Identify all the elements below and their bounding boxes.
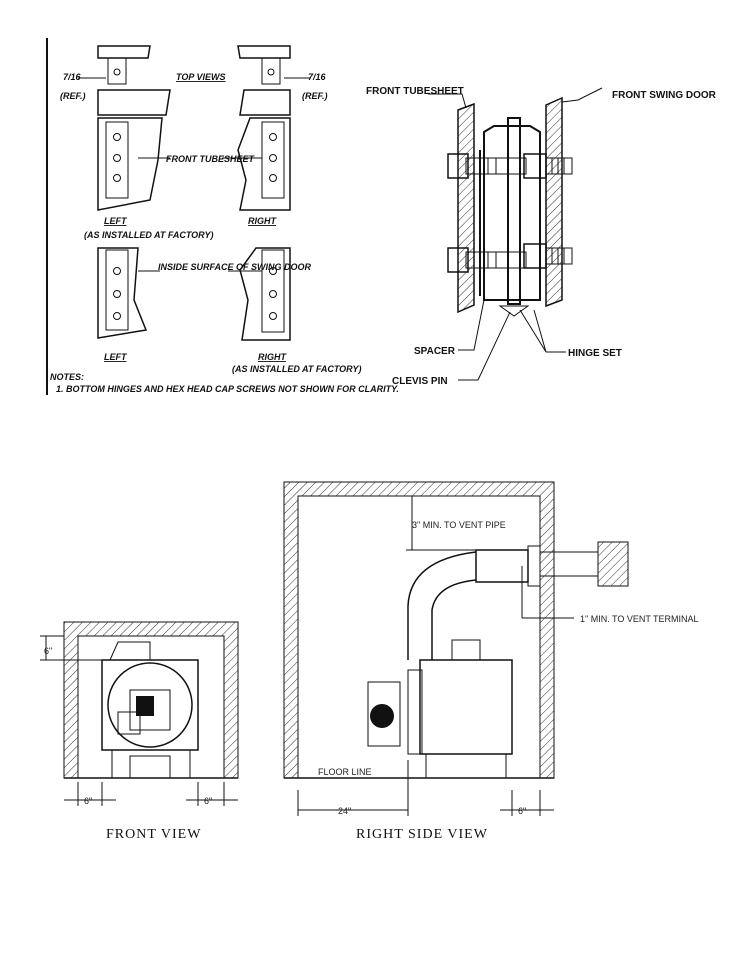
front-tubesheet-topview-label: FRONT TUBESHEET: [166, 154, 256, 164]
front-top-clearance: 6": [44, 646, 52, 656]
left-top-label: LEFT: [104, 216, 128, 226]
inside-surface-label: INSIDE SURFACE OF SWING DOOR: [158, 262, 312, 272]
top-views-label: TOP VIEWS: [176, 72, 226, 82]
ref-right: (REF.): [302, 91, 328, 101]
front-view-caption: FRONT VIEW: [106, 827, 201, 842]
front-right-clearance: 6": [204, 796, 212, 806]
front-tubesheet-label: FRONT TUBESHEET: [366, 86, 464, 97]
left-bottom-label: LEFT: [104, 352, 128, 362]
right-factory-note: (AS INSTALLED AT FACTORY): [232, 364, 362, 374]
ref-dim-left: 7/16: [63, 72, 82, 82]
right-side-view-caption: RIGHT SIDE VIEW: [356, 827, 488, 842]
front-left-clearance: 6": [84, 796, 92, 806]
ref-left: (REF.): [60, 91, 86, 101]
ref-dim-right: 7/16: [308, 72, 327, 82]
vent-pipe-clearance: 3" MIN. TO VENT PIPE: [412, 520, 506, 530]
front-view-enclosure: [40, 621, 239, 806]
floor-line-label: FLOOR LINE: [318, 767, 372, 777]
clevis-pin-label: CLEVIS PIN: [392, 376, 448, 387]
rear-clearance-24: 24": [338, 806, 351, 816]
spacer-label: SPACER: [414, 346, 456, 357]
notes-title: NOTES:: [50, 372, 84, 382]
hinge-section-drawing: [428, 87, 603, 381]
left-factory-note: (AS INSTALLED AT FACTORY): [84, 230, 214, 240]
vent-terminal-clearance: 1" MIN. TO VENT TERMINAL: [580, 614, 699, 624]
top-views-panel: [46, 38, 310, 395]
right-bottom-label: RIGHT: [258, 352, 288, 362]
note-1: 1. BOTTOM HINGES AND HEX HEAD CAP SCREWS…: [56, 384, 399, 394]
hinge-set-label: HINGE SET: [568, 348, 622, 359]
rear-clearance-6: 6": [518, 806, 526, 816]
side-view-enclosure: [283, 481, 629, 816]
front-swing-door-label: FRONT SWING DOOR: [612, 90, 717, 101]
right-top-label: RIGHT: [248, 216, 278, 226]
